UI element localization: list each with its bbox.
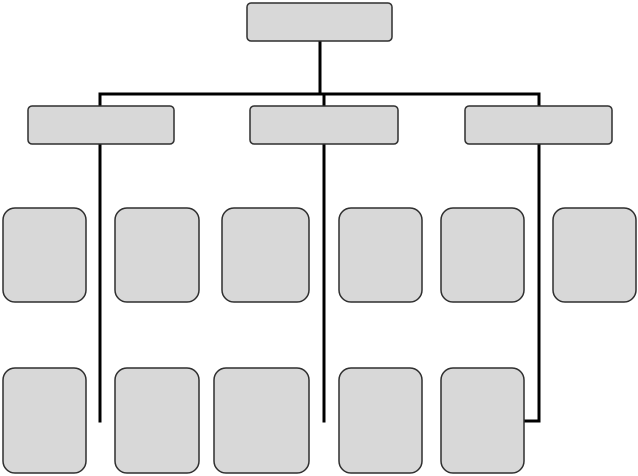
root-box — [246, 2, 393, 42]
leaf-box-10 — [338, 367, 423, 474]
branch-nodes — [27, 105, 613, 145]
leaf-box-2 — [114, 207, 200, 303]
branch-box-2 — [249, 105, 399, 145]
leaf-box-4 — [338, 207, 423, 303]
leaf-box-1 — [2, 207, 87, 303]
leaf-row-2 — [2, 367, 525, 474]
leaf-box-8 — [114, 367, 200, 474]
leaf-row-1 — [2, 207, 637, 303]
connectors — [98, 40, 541, 423]
leaf-box-7 — [2, 367, 87, 474]
leaf-box-9 — [213, 367, 310, 474]
leaf-box-3 — [221, 207, 310, 303]
leaf-box-11 — [440, 367, 525, 474]
branch-3-stem — [522, 142, 541, 423]
branch-box-3 — [464, 105, 613, 145]
leaf-box-5 — [440, 207, 525, 303]
root-node — [246, 2, 393, 42]
branch-box-1 — [27, 105, 175, 145]
leaf-box-6 — [552, 207, 637, 303]
